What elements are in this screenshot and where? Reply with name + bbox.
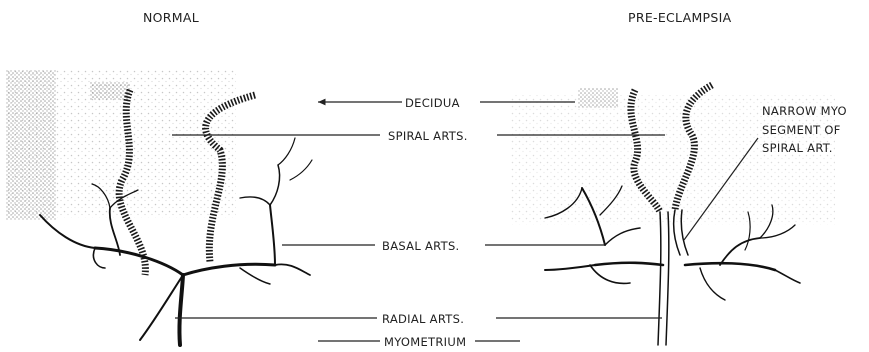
basal-arts-label: BASAL ARTS. (382, 239, 460, 253)
radial-arts-label: RADIAL ARTS. (382, 312, 464, 326)
preeclampsia-panel-title: PRE-ECLAMPSIA (628, 10, 732, 25)
normal-panel-title: NORMAL (143, 10, 199, 25)
narrow-segment-label-line3: SPIRAL ART. (762, 141, 833, 155)
narrow-segment-label-line1: NARROW MYO (762, 104, 847, 118)
narrow-segment-label-line2: SEGMENT OF (762, 123, 841, 137)
myometrium-label: MYOMETRIUM (384, 335, 466, 349)
spiral-arts-label: SPIRAL ARTS. (388, 129, 468, 143)
preeclampsia-narrow-segment (658, 210, 688, 345)
decidua-label: DECIDUA (405, 96, 460, 110)
